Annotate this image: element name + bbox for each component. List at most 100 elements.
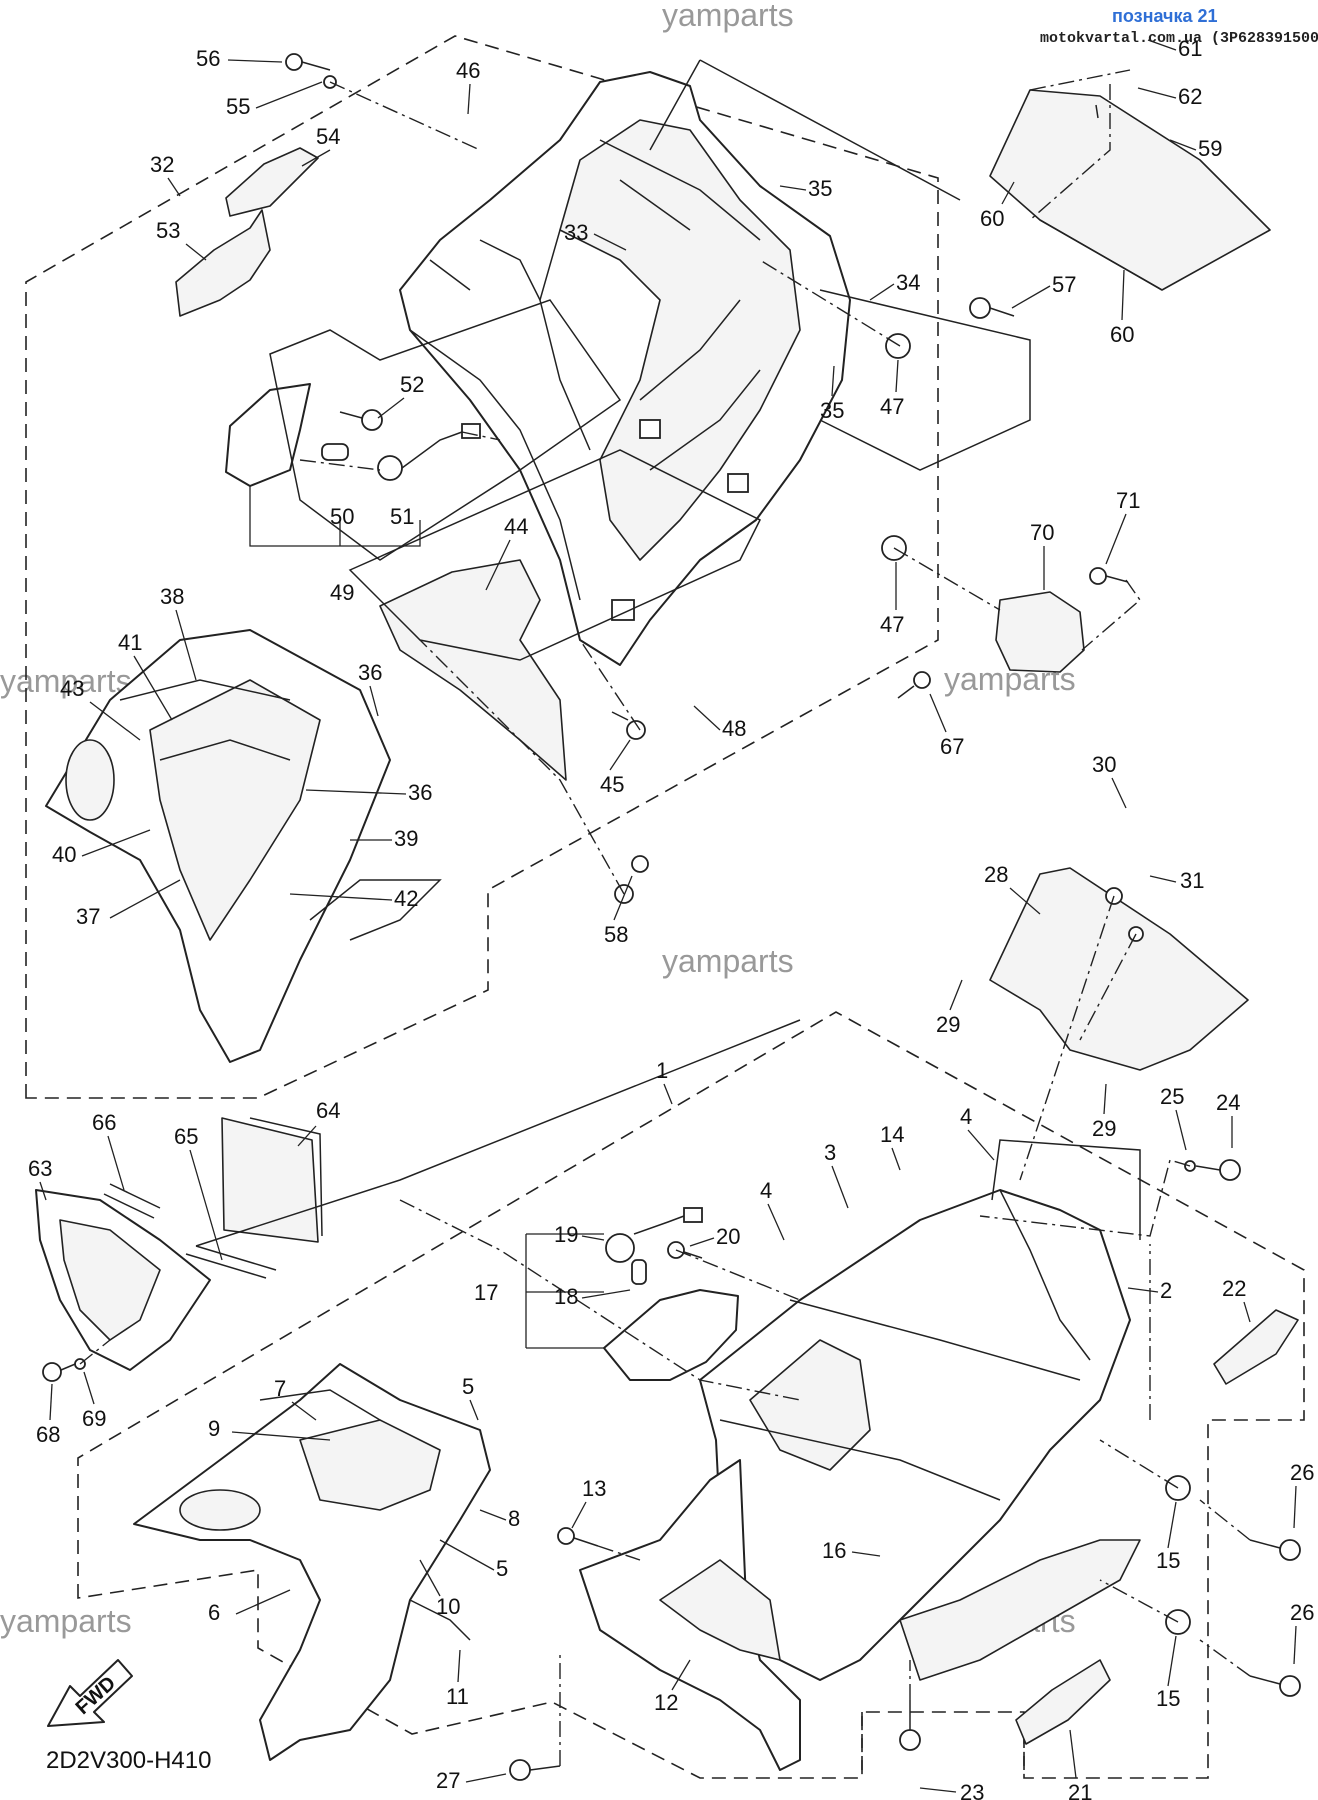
- windshield-59: [989, 89, 1271, 291]
- callout: 56: [196, 46, 220, 71]
- callout: 26: [1290, 1460, 1314, 1485]
- callout: 4: [960, 1104, 972, 1129]
- turn-signal-49: [225, 383, 481, 487]
- callout: 50: [330, 504, 354, 529]
- callouts: 1 2 3 4 4 5 5 6 7 8 9 10 11 12 13 14 15 …: [28, 36, 1314, 1800]
- callout: 66: [92, 1110, 116, 1135]
- callout: 22: [1222, 1276, 1246, 1301]
- watermark: yamparts: [0, 663, 132, 699]
- callout: 8: [508, 1506, 520, 1531]
- watermark: yamparts: [662, 0, 794, 33]
- callout: 15: [1156, 1686, 1180, 1711]
- callout: 69: [82, 1406, 106, 1431]
- callout: 6: [208, 1600, 220, 1625]
- callout: 47: [880, 612, 904, 637]
- watermark: yamparts: [662, 943, 794, 979]
- callout: 46: [456, 58, 480, 83]
- callout: 4: [760, 1178, 772, 1203]
- decal-64: [221, 1117, 319, 1243]
- callout: 39: [394, 826, 418, 851]
- callout: 5: [496, 1556, 508, 1581]
- group-frames: [25, 35, 1305, 1779]
- callout: 12: [654, 1690, 678, 1715]
- callout: 30: [1092, 752, 1116, 777]
- callout: 35: [820, 398, 844, 423]
- callout: 33: [564, 220, 588, 245]
- callout: 7: [274, 1376, 286, 1401]
- callout: 41: [118, 630, 142, 655]
- callout: 47: [880, 394, 904, 419]
- callout: 55: [226, 94, 250, 119]
- callout: 2: [1160, 1278, 1172, 1303]
- callout: 3: [824, 1140, 836, 1165]
- callout: 57: [1052, 272, 1076, 297]
- callout: 5: [462, 1374, 474, 1399]
- callout: 29: [1092, 1116, 1116, 1141]
- callout: 60: [1110, 322, 1134, 347]
- callout: 38: [160, 584, 184, 609]
- callout: 40: [52, 842, 76, 867]
- callout: 58: [604, 922, 628, 947]
- callout: 17: [474, 1280, 498, 1305]
- side-fairing-6: [133, 1363, 491, 1761]
- callout: 27: [436, 1768, 460, 1793]
- callout: 26: [1290, 1600, 1314, 1625]
- callout: 52: [400, 372, 424, 397]
- bracket-panel-70: [995, 591, 1085, 673]
- bracket-49: [249, 486, 421, 547]
- callout: 9: [208, 1416, 220, 1441]
- side-fairing-37: [45, 629, 442, 1063]
- callout: 15: [1156, 1548, 1180, 1573]
- callout: 34: [896, 270, 920, 295]
- callout: 65: [174, 1124, 198, 1149]
- callout: 53: [156, 218, 180, 243]
- bracket-17: [525, 1233, 604, 1349]
- panel-21: [1015, 1659, 1111, 1745]
- callout: 24: [1216, 1090, 1240, 1115]
- panel-22: [1213, 1309, 1299, 1385]
- site-caption: motokvartal.com.ua (3P6283915000): [1040, 30, 1318, 47]
- callout: 36: [408, 780, 432, 805]
- callout: 67: [940, 734, 964, 759]
- callout: 13: [582, 1476, 606, 1501]
- callout: 49: [330, 580, 354, 605]
- callout: 51: [390, 504, 414, 529]
- callout: 29: [936, 1012, 960, 1037]
- callout: 43: [60, 676, 84, 701]
- callout: 54: [316, 124, 340, 149]
- fwd-arrow-icon: FWD: [47, 1659, 133, 1727]
- decal-53: [175, 209, 271, 317]
- callout: 10: [436, 1594, 460, 1619]
- decal-54: [225, 147, 319, 217]
- callout: 44: [504, 514, 528, 539]
- cover-44: [379, 559, 567, 781]
- callout: 20: [716, 1224, 740, 1249]
- headlight-17: [603, 1289, 739, 1381]
- callout: 45: [600, 772, 624, 797]
- callout: 19: [554, 1222, 578, 1247]
- callout: 42: [394, 886, 418, 911]
- callout: 62: [1178, 84, 1202, 109]
- callout: 71: [1116, 488, 1140, 513]
- callout: 31: [1180, 868, 1204, 893]
- strip-66: [103, 1183, 161, 1219]
- callout: 14: [880, 1122, 904, 1147]
- callout: 36: [358, 660, 382, 685]
- callout: 35: [808, 176, 832, 201]
- callout: 23: [960, 1780, 984, 1800]
- leader-lines: [79, 69, 1251, 1766]
- strip-65: [185, 1245, 277, 1279]
- callout: 32: [150, 152, 174, 177]
- watermark: yamparts: [0, 1603, 132, 1639]
- callout: 61: [1178, 36, 1202, 61]
- callout: 63: [28, 1156, 52, 1181]
- diagram-code: 2D2V300-H410: [46, 1747, 211, 1774]
- page-badge: позначка 21: [1112, 6, 1218, 26]
- callout: 68: [36, 1422, 60, 1447]
- callout: 48: [722, 716, 746, 741]
- callout: 25: [1160, 1084, 1184, 1109]
- callout: 60: [980, 206, 1004, 231]
- callout: 16: [822, 1538, 846, 1563]
- callout: 1: [656, 1058, 668, 1083]
